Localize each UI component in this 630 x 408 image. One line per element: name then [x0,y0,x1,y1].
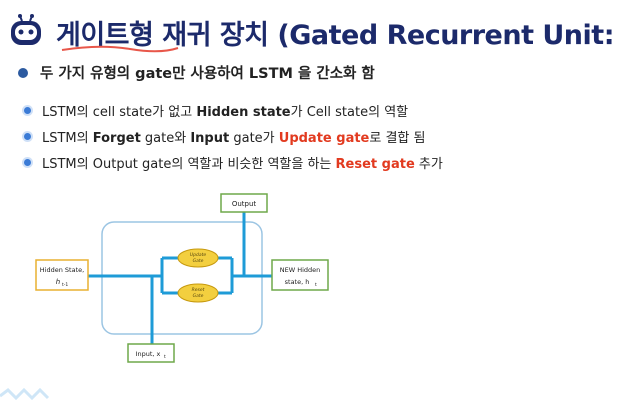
new-hidden-subscript: t [315,282,317,288]
slide-title: 게이트형 재귀 장치 (Gated Recurrent Unit: [56,20,615,51]
bullet-dot-icon [24,106,31,114]
bullet-highlight: Hidden state [196,104,291,120]
hidden-state-subscript: t-1 [62,282,68,288]
update-gate-label: Update [190,252,207,258]
new-hidden-label-2: state, h [285,278,310,286]
new-hidden-state-box [271,259,329,291]
list-item: LSTM의 Output gate의 역할과 비슷한 역할을 하는 Reset … [24,150,443,174]
bullet-highlight: Input [190,130,230,146]
bullet-text-part: LSTM의 cell state가 없고 [42,104,197,120]
list-item: LSTM의 cell state가 없고 Hidden state가 Cell … [24,98,443,122]
reset-gate [177,283,219,303]
input-subscript: t [164,354,166,360]
bullet-list: LSTM의 cell state가 없고 Hidden state가 Cell … [24,98,443,176]
new-hidden-label: NEW Hidden [280,266,321,274]
hidden-state-symbol: h [56,278,60,286]
bullet-dot-icon [18,67,28,78]
bullet-text-part: gate가 [229,130,279,146]
bullet-text-part: LSTM의 [42,130,93,146]
input-box [127,343,175,363]
bullet-highlight-red: Update gate [278,130,370,146]
bullet-text-part: 추가 [414,156,443,172]
reset-gate-label: Reset [192,287,205,293]
bullet-text-part: 로 결합 됨 [369,130,426,146]
bullet-text-part: LSTM의 Output gate의 역할과 비슷한 역할을 하는 [42,156,336,172]
bullet-highlight-red: Reset gate [335,156,415,172]
bullet-text-part: gate와 [140,130,191,146]
output-label: Output [232,200,257,208]
bullet-dot-icon [24,158,31,166]
hidden-state-label: Hidden State, [40,266,84,274]
bullet-text: LSTM의 Forget gate와 Input gate가 Update ga… [42,127,425,146]
summary-text: 두 가지 유형의 gate만 사용하여 LSTM 을 간소화 함 [40,66,375,82]
gru-diagram: Output Hidden State, h t-1 NEW Hidden st… [35,193,329,363]
title-underline-decoration [61,45,179,53]
robot-logo-icon [11,14,41,45]
wave-decoration [0,387,50,401]
hidden-state-box [35,259,89,291]
input-label: Input, x [136,350,161,358]
bullet-text: LSTM의 Output gate의 역할과 비슷한 역할을 하는 Reset … [42,153,443,172]
gru-cell-box [101,221,263,335]
bullet-highlight: Forget [92,130,141,146]
summary-line: 두 가지 유형의 gate만 사용하여 LSTM 을 간소화 함 [18,62,375,83]
reset-gate-label-2: Gate [193,293,204,299]
update-gate [177,248,219,268]
bullet-dot-icon [24,132,31,140]
update-gate-label-2: Gate [193,258,204,264]
output-box [220,193,268,213]
bullet-text-part: 가 Cell state의 역할 [290,104,409,120]
bullet-text: LSTM의 cell state가 없고 Hidden state가 Cell … [42,101,408,120]
slide-header: 게이트형 재귀 장치 (Gated Recurrent Unit: [8,8,630,53]
list-item: LSTM의 Forget gate와 Input gate가 Update ga… [24,124,443,148]
flow-lines [88,212,272,348]
